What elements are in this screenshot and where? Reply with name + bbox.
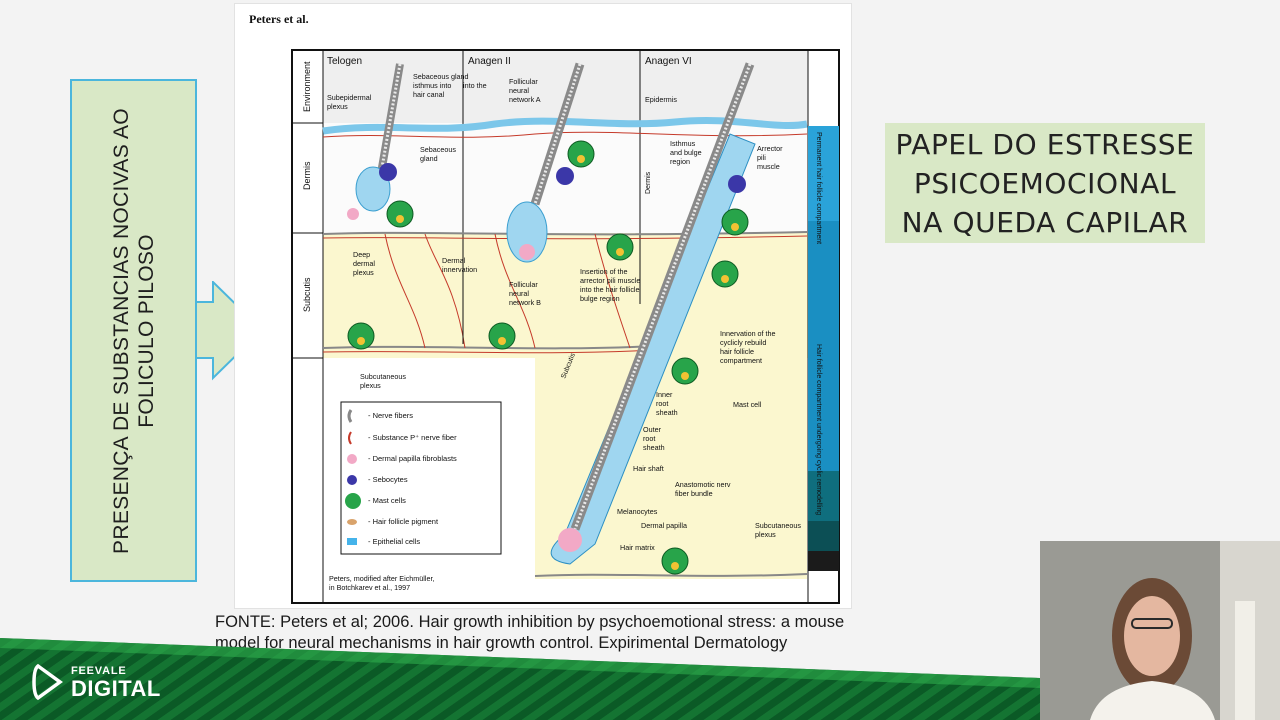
label-hair-shaft: Hair shaft xyxy=(633,464,664,473)
figure-card: Environment Dermis Subcutis Telogen Anag… xyxy=(234,3,852,609)
callout-text: PRESENÇA DE SUBSTANCIAS NOCIVAS AO FOLIC… xyxy=(109,107,158,554)
label-dermal-papilla: Dermal papilla xyxy=(641,521,687,530)
papilla-fibroblast-icon xyxy=(347,454,357,464)
sebocyte-icon xyxy=(347,475,357,485)
pigment-icon xyxy=(347,519,357,525)
label-dermis-side: Dermis xyxy=(645,171,652,194)
row-label-subcutis: Subcutis xyxy=(302,277,312,312)
logo-big-text: DIGITAL xyxy=(71,676,161,701)
figure-author: Peters et al. xyxy=(249,12,309,26)
label-into-the: into the xyxy=(463,81,487,90)
bottom-banner xyxy=(0,638,1040,720)
caption-line: model for neural mechanisms in hair grow… xyxy=(215,634,788,652)
right-label-permanent: Permanent hair follicle compartment xyxy=(815,132,822,244)
legend-item: - Hair follicle pigment xyxy=(368,517,439,526)
panel-title-anagen-vi: Anagen VI xyxy=(645,56,692,67)
slide-title-box: PAPEL DO ESTRESSE PSICOEMOCIONAL NA QUED… xyxy=(885,123,1205,243)
source-caption: FONTE: Peters et al; 2006. Hair growth i… xyxy=(215,612,975,654)
slide-title-line: PAPEL DO ESTRESSE xyxy=(895,128,1195,161)
caption-line: FONTE: Peters et al; 2006. Hair growth i… xyxy=(215,613,845,631)
label-mast-cell: Mast cell xyxy=(733,400,762,409)
label-epidermis: Epidermis xyxy=(645,95,677,104)
legend-item: - Dermal papilla fibroblasts xyxy=(368,454,457,463)
legend: - Nerve fibers - Substance P⁺ nerve fibe… xyxy=(340,401,502,555)
logo-small-text: FEEVALE xyxy=(71,665,127,677)
epithelial-icon xyxy=(347,538,357,545)
nerve-fiber-icon xyxy=(347,409,353,423)
row-label-environment: Environment xyxy=(302,61,312,112)
hair-follicle-diagram: Environment Dermis Subcutis Telogen Anag… xyxy=(291,49,840,604)
slide-title-line: NA QUEDA CAPILAR xyxy=(901,206,1189,239)
feevale-logo-icon xyxy=(32,663,63,701)
row-label-dermis: Dermis xyxy=(302,161,312,190)
legend-item: - Mast cells xyxy=(368,496,406,505)
right-label-cyclic: Hair follicle compartment undergoing cyc… xyxy=(815,344,822,515)
slide-title-line: PSICOEMOCIONAL xyxy=(913,167,1177,200)
substance-p-icon xyxy=(348,431,352,445)
figure-credit: Peters, modified after Eichmüller,in Bot… xyxy=(329,574,434,592)
mast-cell-icon xyxy=(345,493,361,509)
legend-item: - Epithelial cells xyxy=(368,537,420,546)
panel-title-anagen-ii: Anagen II xyxy=(468,56,511,67)
legend-item: - Nerve fibers xyxy=(368,411,413,420)
legend-item: - Sebocytes xyxy=(368,475,408,484)
label-melanocytes: Melanocytes xyxy=(617,507,658,516)
legend-item: - Substance P⁺ nerve fiber xyxy=(368,433,457,442)
presenter-video xyxy=(1040,541,1280,720)
callout-box: PRESENÇA DE SUBSTANCIAS NOCIVAS AO FOLIC… xyxy=(70,79,197,582)
webcam-feed xyxy=(1040,541,1280,720)
panel-title-telogen: Telogen xyxy=(327,56,362,67)
label-hair-matrix: Hair matrix xyxy=(620,543,655,552)
